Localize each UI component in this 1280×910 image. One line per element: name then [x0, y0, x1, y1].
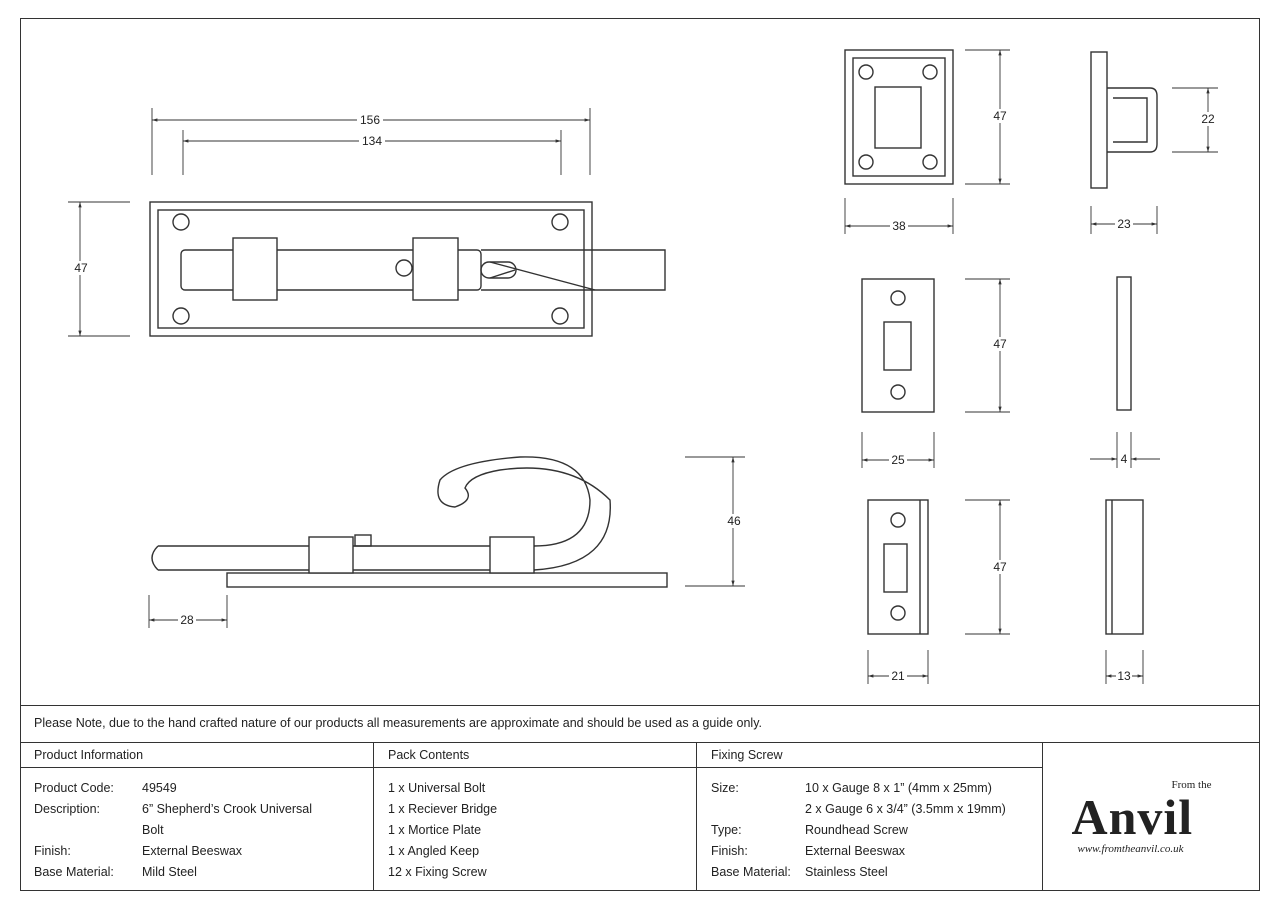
pack-item: 1 x Universal Bolt: [388, 781, 486, 795]
dim-47-keep: 47: [993, 560, 1007, 574]
technical-drawing: 156 134 47 46 28 47 38 22 23 47 25 4 47 …: [68, 49, 1218, 684]
dim-47-mortice: 47: [993, 337, 1007, 351]
screw-size: 10 x Gauge 8 x 1” (4mm x 25mm): [805, 781, 992, 795]
label: Description:: [34, 802, 100, 816]
fixing-screw-title: Fixing Screw: [697, 743, 1042, 768]
label: [711, 799, 805, 820]
dim-21: 21: [891, 669, 905, 683]
screw-material: Stainless Steel: [805, 865, 888, 879]
bolt-top-view: [149, 201, 666, 337]
dim-4: 4: [1121, 452, 1128, 466]
screw-size-2: 2 x Gauge 6 x 3/4” (3.5mm x 19mm): [805, 802, 1006, 816]
logo-small-text: From the: [1171, 778, 1212, 791]
description: 6” Shepherd’s Crook Universal: [142, 802, 312, 816]
dim-156: 156: [360, 113, 380, 127]
from-the-anvil-logo: From the Anvil www.fromtheanvil.co.uk: [1043, 743, 1260, 891]
label: Base Material:: [711, 865, 791, 879]
screw-finish: External Beeswax: [805, 844, 906, 858]
dim-13: 13: [1117, 669, 1131, 683]
dim-47-bridge: 47: [993, 109, 1007, 123]
label: Finish:: [711, 844, 748, 858]
product-info-title: Product Information: [20, 743, 373, 768]
pack-item: 1 x Reciever Bridge: [388, 802, 498, 816]
logo-main-text: Anvil: [1071, 788, 1194, 845]
dim-22: 22: [1201, 112, 1215, 126]
label: Type:: [711, 823, 742, 837]
dim-46: 46: [727, 514, 741, 528]
finish: External Beeswax: [142, 844, 243, 858]
dim-47-bolt: 47: [74, 261, 88, 275]
fixing-screw-section: Fixing Screw Size: 10 x Gauge 8 x 1” (4mm…: [697, 743, 1043, 891]
product-info-section: Product Information Product Code: 49549 D…: [20, 743, 374, 891]
mortice-plate: [861, 276, 1132, 413]
dim-25: 25: [891, 453, 905, 467]
angled-keep: [867, 499, 1144, 635]
product-code: 49549: [142, 781, 177, 795]
pack-item: 12 x Fixing Screw: [388, 865, 487, 879]
label: [34, 820, 142, 841]
pack-contents-title: Pack Contents: [374, 743, 696, 768]
screw-type: Roundhead Screw: [805, 823, 908, 837]
label: Product Code:: [34, 781, 114, 795]
bolt-side-view: [151, 456, 668, 588]
logo-url: www.fromtheanvil.co.uk: [1077, 842, 1184, 855]
base-material: Mild Steel: [142, 865, 197, 879]
pack-item: 1 x Angled Keep: [388, 844, 480, 858]
label: Base Material:: [34, 865, 114, 879]
label: Finish:: [34, 844, 71, 858]
dim-38: 38: [892, 219, 906, 233]
pack-item: 1 x Mortice Plate: [388, 823, 482, 837]
dim-23: 23: [1117, 217, 1131, 231]
description-cont: Bolt: [142, 823, 164, 837]
pack-contents-section: Pack Contents 1 x Universal Bolt 1 x Rec…: [374, 743, 697, 891]
dim-28: 28: [180, 613, 194, 627]
measurement-note: Please Note, due to the hand crafted nat…: [20, 705, 1260, 743]
label: Size:: [711, 781, 739, 795]
dim-134: 134: [362, 134, 382, 148]
dimension-lines: [68, 49, 1218, 684]
receiver-bridge: [844, 49, 1158, 189]
drawing-frame: [20, 18, 1260, 891]
